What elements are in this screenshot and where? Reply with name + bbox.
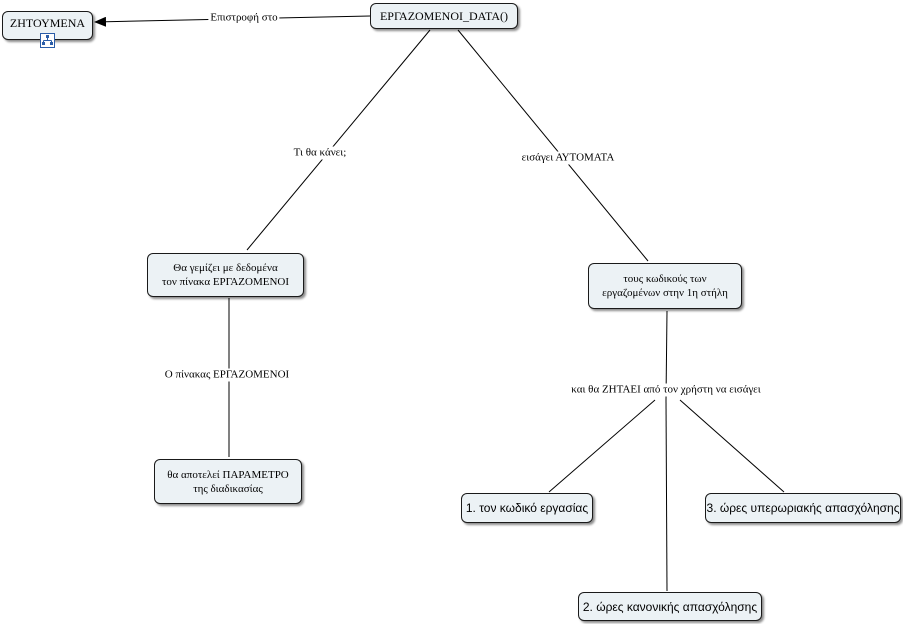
concept-zitoumena-label: ΖΗΤΟΥΜΕΝΑ: [9, 16, 86, 30]
concept-zitoumena[interactable]: ΖΗΤΟΥΜΕΝΑ: [2, 11, 93, 40]
concept-kodikous-line2: εργαζομένων στην 1η στήλη: [602, 287, 728, 299]
line-zitaei-to-item2: [665, 399, 668, 592]
concept-item-2[interactable]: 2. ώρες κανονικής απασχόλησης: [578, 592, 762, 621]
line-zitaei-to-item3: [679, 399, 785, 493]
link-label-o-pinakas: Ο πίνακας ΕΡΓΑΖΟΜΕΝΟΙ: [162, 368, 292, 382]
link-label-epistrofi: Επιστροφή στο: [208, 11, 280, 25]
concept-gemizei-line1: Θα γεμίζει με δεδομένα: [173, 262, 278, 274]
link-label-ti-tha-kanei: Τι θα κάνει;: [291, 146, 349, 160]
concept-item-2-label: 2. ώρες κανονικής απασχόλησης: [582, 599, 758, 614]
concept-item-1[interactable]: 1. τον κωδικό εργασίας: [461, 493, 593, 523]
concept-gemizei[interactable]: Θα γεμίζει με δεδομένα τον πίνακα ΕΡΓΑΖΟ…: [147, 253, 304, 297]
concept-parametro-line1: θα αποτελεί ΠΑΡΑΜΕΤΡΟ: [167, 468, 289, 481]
concept-item-1-label: 1. τον κωδικό εργασίας: [465, 501, 589, 515]
concept-kodikous-line1: τους κωδικούς των: [623, 273, 707, 285]
line-root-to-ti: [246, 29, 431, 251]
link-label-zitaei: και θα ΖΗΤΑΕΙ από τον χρήστη να εισάγει: [569, 383, 763, 397]
concept-item-3-label: 3. ώρες υπερωριακής απασχόλησης: [706, 501, 900, 515]
line-zitaei-to-item1: [548, 399, 656, 493]
concept-kodikous[interactable]: τους κωδικούς των εργαζομένων στην 1η στ…: [588, 263, 742, 309]
concept-parametro[interactable]: θα αποτελεί ΠΑΡΑΜΕΤΡΟ της διαδικασίας: [154, 459, 302, 504]
concept-map-icon[interactable]: [40, 33, 55, 48]
concept-parametro-line2: της διαδικασίας: [193, 482, 263, 495]
link-label-eisagei-automata: εισάγει ΑΥΤΟΜΑΤΑ: [519, 151, 617, 165]
concept-gemizei-line2: τον πίνακα ΕΡΓΑΖΟΜΕΝΟΙ: [161, 276, 289, 288]
concept-ergazomenoi-data-label: ΕΡΓΑΖΟΜΕΝΟΙ_DATA(): [379, 9, 509, 23]
concept-ergazomenoi-data[interactable]: ΕΡΓΑΖΟΜΕΝΟΙ_DATA(): [370, 3, 518, 29]
line-root-to-eisagei: [457, 29, 649, 262]
concept-item-3[interactable]: 3. ώρες υπερωριακής απασχόλησης: [705, 493, 901, 523]
